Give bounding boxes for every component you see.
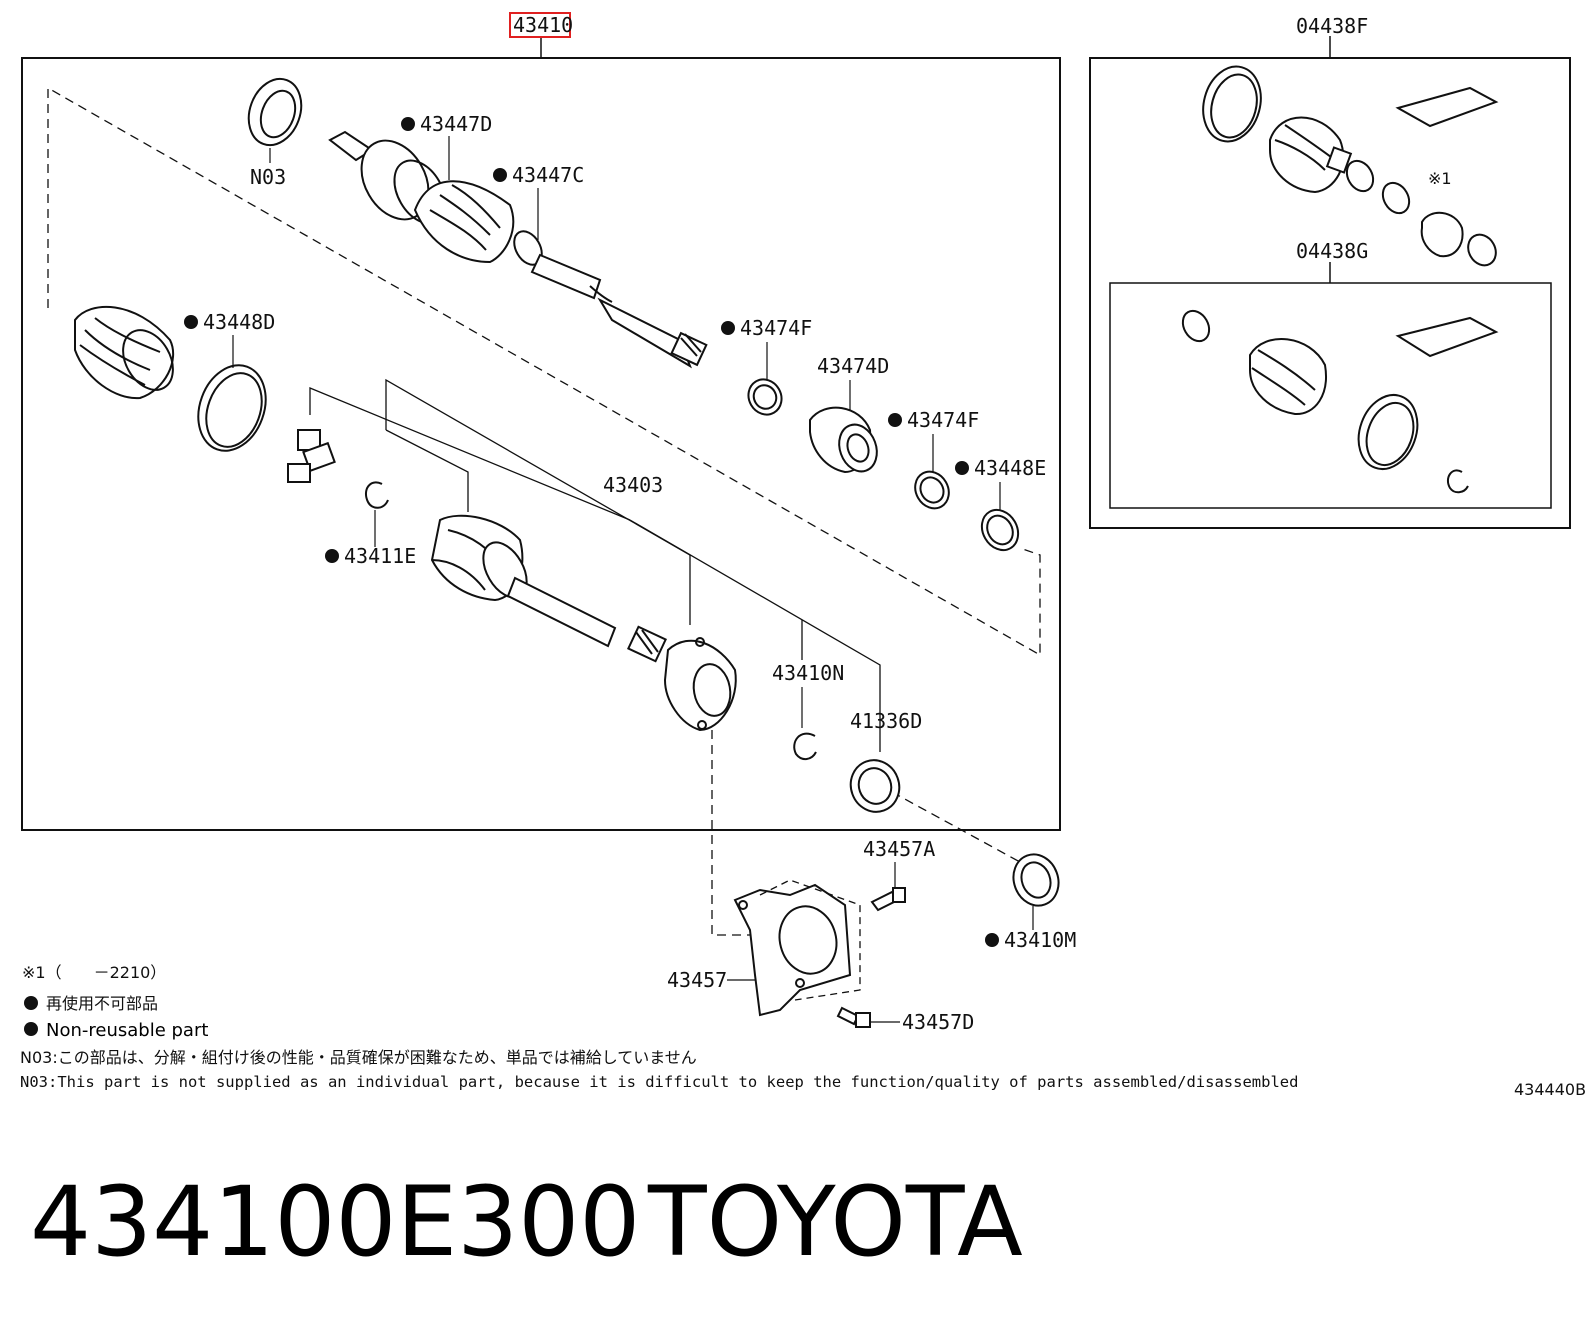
label-41336D[interactable]: 41336D [850, 709, 922, 733]
oil-seal-n03[interactable] [240, 71, 310, 152]
clamp-43448E[interactable] [975, 503, 1025, 556]
label-43403[interactable]: 43403 [603, 473, 663, 497]
kit-f-contents [1202, 65, 1499, 267]
seal-43410M[interactable] [1006, 848, 1065, 912]
label-43410M[interactable]: 43410M [1004, 928, 1076, 952]
bolt-43457A[interactable] [870, 887, 906, 912]
kit-g-contents [1181, 309, 1499, 494]
leader-lines-43403 [309, 378, 881, 752]
kit-f-label[interactable]: 04438F [1296, 14, 1368, 38]
label-43474F-a[interactable]: 43474F [740, 316, 812, 340]
label-43447D[interactable]: 43447D [420, 112, 492, 136]
bearing-43474D[interactable] [809, 406, 883, 477]
caption-part-number: 434100E300 [30, 1166, 640, 1278]
snap-ring-43411E[interactable] [364, 481, 389, 509]
bearing-housing[interactable] [663, 637, 737, 732]
tripod-joint[interactable] [287, 429, 336, 483]
note-n03-jp: N03:この部品は、分解・組付け後の性能・品質確保が困難なため、単品では補給して… [20, 1048, 697, 1067]
label-43447C[interactable]: 43447C [512, 163, 584, 187]
label-note-mark[interactable]: ※1 [1428, 169, 1452, 188]
label-43474D[interactable]: 43474D [817, 354, 889, 378]
assembly-label[interactable]: 43410 [513, 13, 573, 37]
label-n03[interactable]: N03 [250, 165, 286, 189]
figure-code: 434440B [1514, 1080, 1586, 1099]
note-n03-en: N03:This part is not supplied as an indi… [20, 1073, 1298, 1091]
label-43457A[interactable]: 43457A [863, 837, 935, 861]
label-43448E[interactable]: 43448E [974, 456, 1046, 480]
note-nonreusable-en: Non-reusable part [46, 1020, 208, 1041]
label-43457D[interactable]: 43457D [902, 1010, 974, 1034]
label-43448D[interactable]: 43448D [203, 310, 275, 334]
label-43474F-b[interactable]: 43474F [907, 408, 979, 432]
caption-brand: TOYOTA [647, 1166, 1023, 1278]
bracket-43457[interactable] [733, 879, 861, 1017]
label-43411E[interactable]: 43411E [344, 544, 416, 568]
snap-ring-43410N[interactable] [793, 732, 817, 760]
drive-shaft-outer[interactable] [328, 129, 708, 369]
boot-43448D[interactable] [74, 305, 277, 460]
clip-43474F-b[interactable] [909, 466, 956, 515]
note-nonreusable-jp: 再使用不可部品 [46, 994, 158, 1013]
dashed-assembly-path [47, 86, 1041, 936]
bolt-43457D[interactable] [836, 1006, 871, 1028]
kit-g-label[interactable]: 04438G [1296, 239, 1368, 263]
assembly-label-highlight [509, 12, 571, 38]
drive-shaft-inner[interactable] [430, 514, 667, 663]
clip-43474F-a[interactable] [742, 373, 788, 420]
label-43410N[interactable]: 43410N [772, 661, 844, 685]
label-43457[interactable]: 43457 [667, 968, 727, 992]
kit-g-frame [1109, 282, 1552, 509]
seal-41336D[interactable] [844, 753, 907, 818]
note-range: ※1（ －2210） [22, 963, 166, 982]
